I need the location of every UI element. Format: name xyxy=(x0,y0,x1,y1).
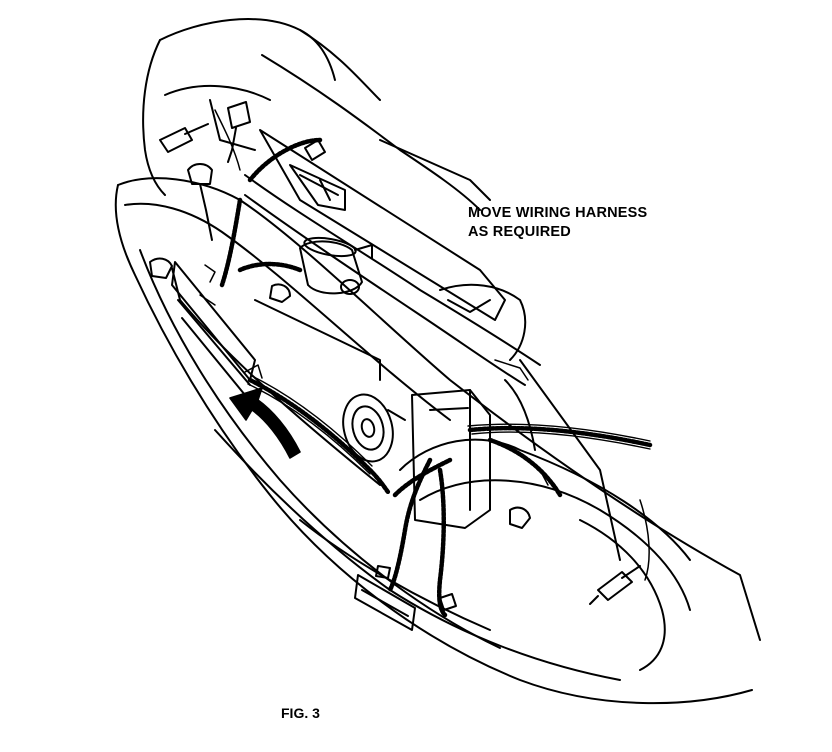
relay-canister xyxy=(299,236,373,295)
electrical-connector xyxy=(149,101,531,611)
wiring-harness xyxy=(219,137,653,618)
detail-lines xyxy=(199,109,650,581)
harness-callout: MOVE WIRING HARNESS AS REQUIRED xyxy=(468,204,647,242)
direction-arrow xyxy=(229,387,301,459)
harness-outline xyxy=(247,375,651,475)
callout-line-1: MOVE WIRING HARNESS xyxy=(468,205,648,221)
figure-label: FIG. 3 xyxy=(281,705,320,721)
bulb-socket xyxy=(159,123,641,605)
front-bumper-fascia xyxy=(114,177,761,705)
wheel-well-liner xyxy=(399,283,691,671)
horn xyxy=(342,393,406,463)
callout-line-2: AS REQUIRED xyxy=(468,224,571,240)
fluid-reservoir xyxy=(411,389,491,529)
radiator-support xyxy=(244,129,541,386)
